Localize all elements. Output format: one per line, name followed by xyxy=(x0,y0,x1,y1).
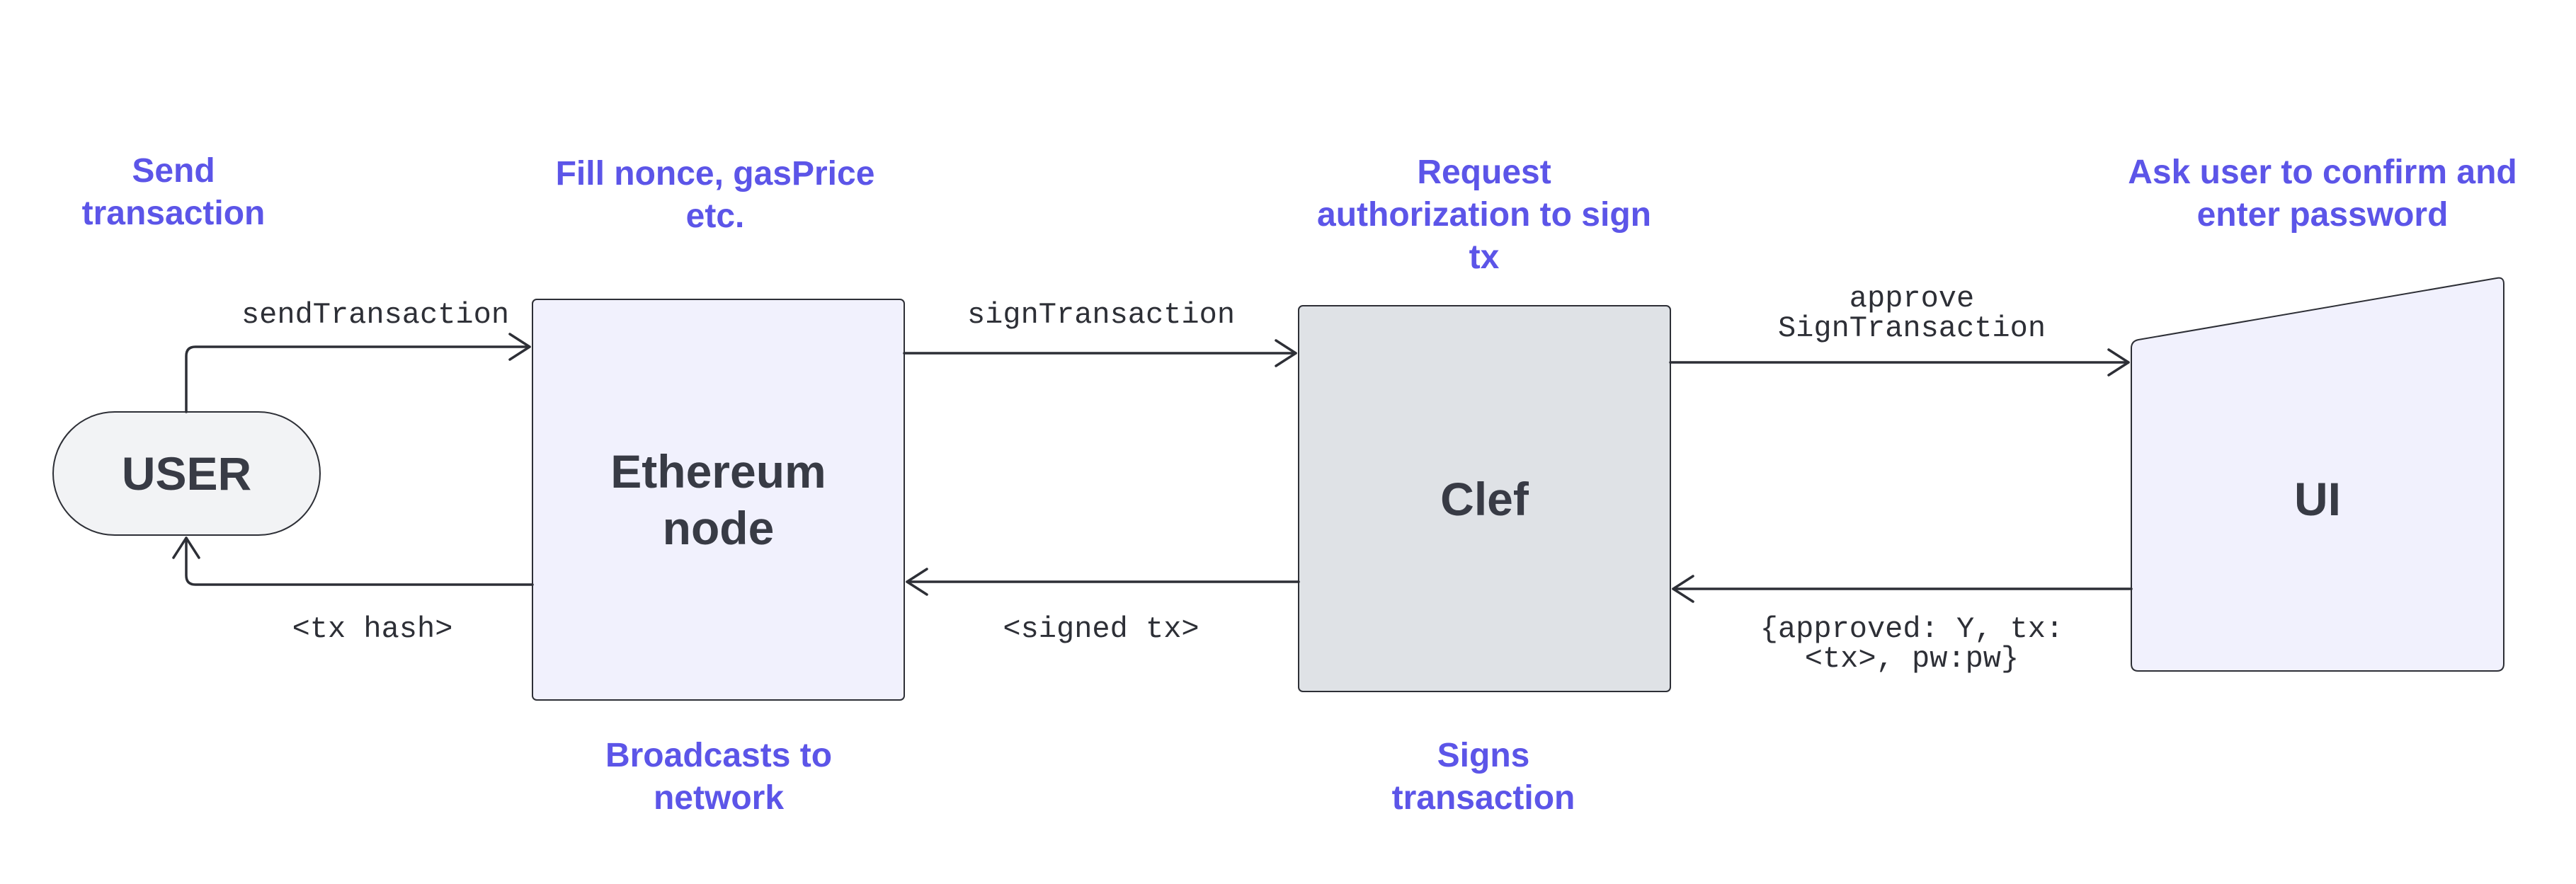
ethereum-node-shape xyxy=(532,299,905,701)
label-approved-response: {approved: Y, tx: <tx>, pw:pw} xyxy=(1760,612,2064,676)
label-send-transaction: sendTransaction xyxy=(241,298,510,332)
arrowhead-send-transaction xyxy=(508,333,531,361)
edge-tx-hash xyxy=(185,536,534,586)
clef-node-shape xyxy=(1298,305,1671,692)
arrowhead-sign-transaction xyxy=(1275,339,1297,367)
annotation-signs-transaction: Signs transaction xyxy=(1391,737,1575,817)
ui-node-shape xyxy=(2131,277,2504,672)
label-signed-tx: <signed tx> xyxy=(1003,612,1199,646)
user-node-label: USER xyxy=(121,447,252,500)
ui-node-label: UI xyxy=(2294,473,2341,525)
arrowhead-approved-response xyxy=(1672,575,1694,603)
clef-node: Clef xyxy=(1299,306,1670,691)
annotation-send-transaction: Send transaction xyxy=(81,152,266,232)
annotation-ask-user: Ask user to confirm and enter password xyxy=(2128,154,2517,234)
arrowhead-signed-tx xyxy=(906,568,928,596)
ui-node: UI xyxy=(2131,340,2504,658)
ethereum-node: Ethereum node xyxy=(532,299,904,700)
arrowhead-approve-sign-transaction xyxy=(2107,348,2130,377)
edge-send-transaction xyxy=(185,345,531,413)
clef-node-label: Clef xyxy=(1440,472,1529,525)
ethereum-node-label: Ethereum node xyxy=(610,445,826,554)
annotation-request-authorization: Request authorization to sign tx xyxy=(1317,154,1651,276)
label-sign-transaction: signTransaction xyxy=(967,298,1236,332)
arrowhead-tx-hash xyxy=(172,536,200,559)
annotation-fill-nonce: Fill nonce, gasPrice etc. xyxy=(555,155,875,235)
label-approve-sign-transaction: approve SignTransaction xyxy=(1777,282,2046,345)
user-node: USER xyxy=(53,412,320,535)
label-tx-hash: <tx hash> xyxy=(292,612,453,646)
annotation-broadcasts: Broadcasts to network xyxy=(605,737,833,817)
